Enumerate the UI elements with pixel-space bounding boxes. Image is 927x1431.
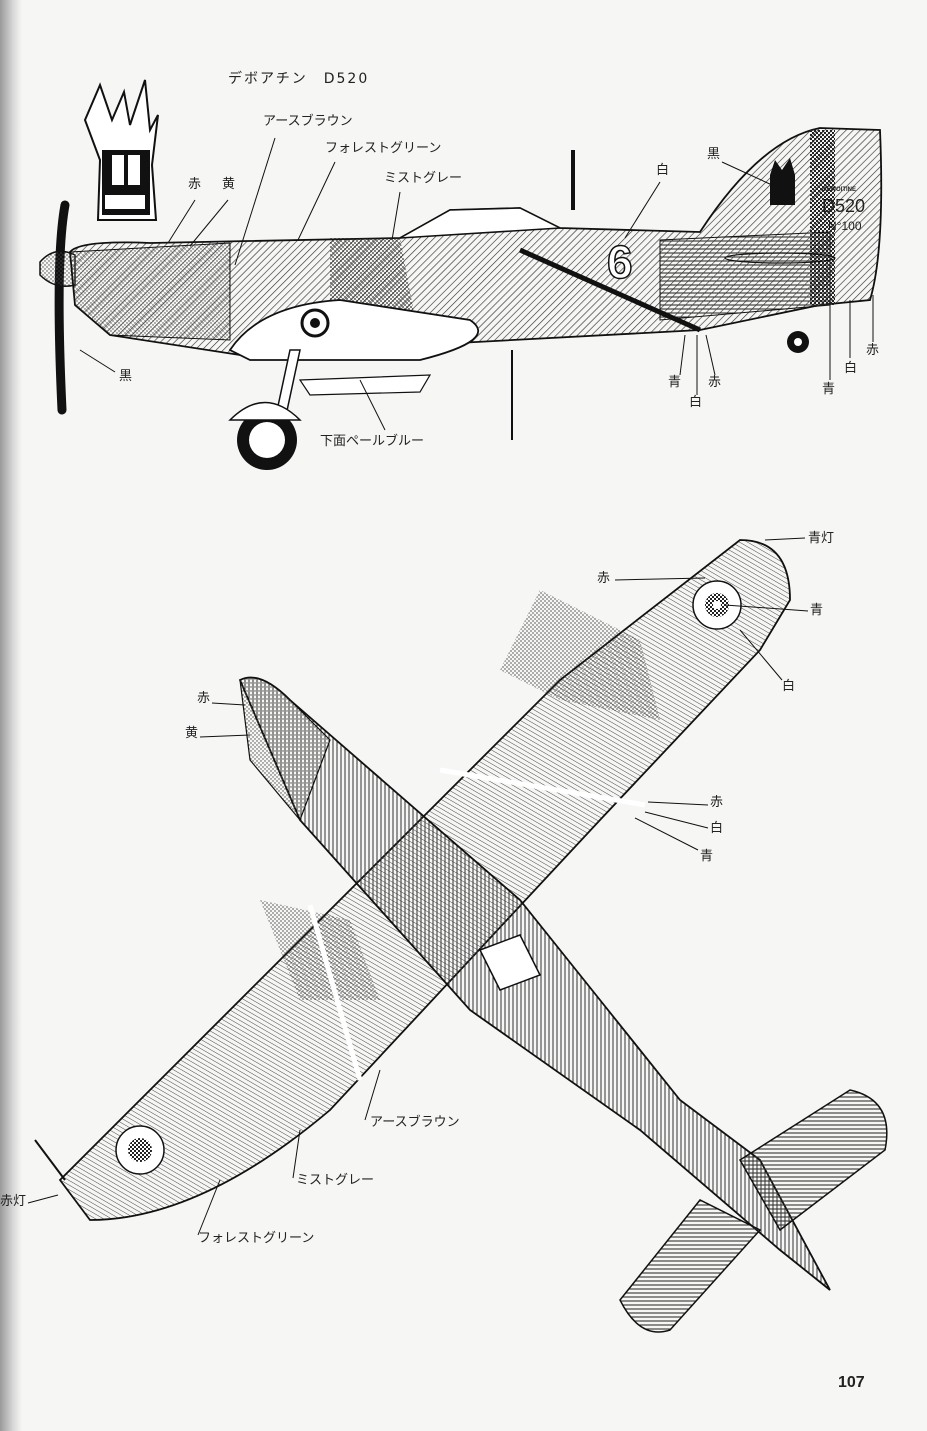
tail-type-text: D520 [822, 196, 866, 216]
tail-serial-text: N°100 [828, 219, 862, 233]
label-black-emblem: 黒 [707, 147, 721, 162]
label-forest-green-side: フォレストグリーン [325, 141, 442, 156]
label-red-band: 赤 [710, 795, 724, 810]
label-white-six: 白 [656, 163, 670, 178]
label-forest-green-top: フォレストグリーン [198, 1231, 315, 1246]
label-yellow-nose: 黄 [222, 177, 236, 192]
label-blue-rudder: 青 [822, 382, 836, 397]
label-earth-brown-top: アースブラウン [370, 1115, 460, 1130]
label-mist-grey-side: ミストグレー [384, 171, 463, 186]
label-white-ring: 白 [782, 679, 796, 694]
label-red-rudder: 赤 [866, 343, 880, 358]
page-title: デボアチン D520 [228, 71, 370, 87]
top-view-leader-lines [27, 537, 809, 1236]
tail-maker-text: DEWOITINE [822, 187, 856, 193]
page-gutter-shadow [0, 0, 22, 1431]
label-red-stripe: 赤 [708, 375, 722, 390]
label-blue-band: 青 [700, 849, 714, 864]
label-white-band: 白 [710, 821, 724, 836]
label-white-rudder: 白 [844, 361, 858, 376]
label-underside: 下面ペールブルー [320, 434, 425, 449]
label-white-stripe: 白 [689, 395, 703, 410]
label-blue-light: 青灯 [808, 531, 835, 546]
page-number: 107 [838, 1374, 865, 1391]
label-red-cowl: 赤 [197, 691, 211, 706]
label-red-ring: 赤 [597, 571, 611, 586]
fuselage-number: 6 [606, 235, 633, 289]
label-earth-brown-side: アースブラウン [263, 114, 353, 129]
label-red-nose: 赤 [188, 177, 202, 192]
label-blue-center: 青 [810, 603, 824, 618]
label-mist-grey-top: ミストグレー [296, 1173, 375, 1188]
side-view-aircraft [39, 127, 883, 470]
top-view-aircraft [34, 539, 888, 1333]
label-blue-stripe: 青 [668, 375, 682, 390]
label-yellow-cowl: 黄 [185, 726, 199, 741]
squadron-emblem [83, 79, 159, 221]
side-view-leader-lines [79, 137, 874, 431]
label-black-prop: 黒 [119, 369, 133, 384]
label-red-light: 赤灯 [0, 1194, 27, 1209]
